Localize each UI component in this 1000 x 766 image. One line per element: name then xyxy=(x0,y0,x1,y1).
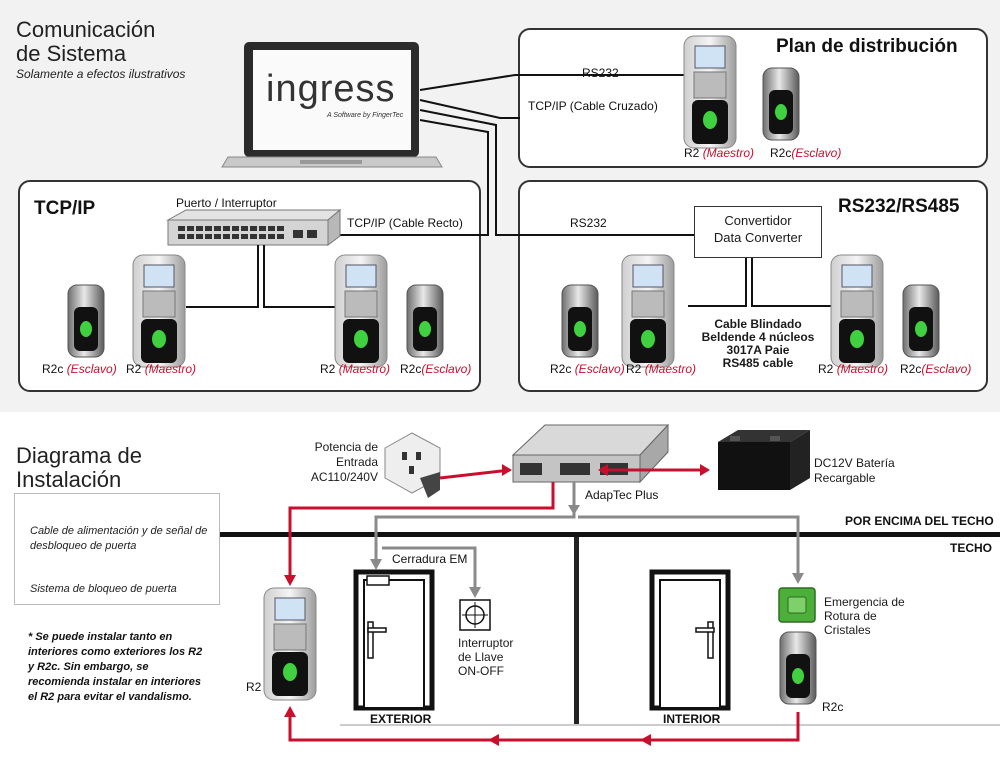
emergency-label: Emergencia de Rotura de Cristales xyxy=(824,595,905,637)
distribution-rs232-label: RS232 xyxy=(582,66,619,80)
legend-box xyxy=(14,493,220,605)
adaptec-label: AdapTec Plus xyxy=(585,488,659,502)
tcpip-right-master-label: R2 (Maestro) xyxy=(320,362,391,376)
rs485-right-r2c-slave xyxy=(902,284,940,358)
rs485-right-r2-master xyxy=(830,254,884,368)
laptop xyxy=(221,42,443,168)
converter-line2: Data Converter xyxy=(713,230,803,245)
legend-gray-text: Sistema de bloqueo de puerta xyxy=(30,583,177,595)
system-title-line2: de Sistema xyxy=(16,41,127,66)
rs485-right-slave-label: R2c(Esclavo) xyxy=(900,362,972,376)
rs232-label: RS232 xyxy=(570,216,607,230)
system-title-line1: Comunicación xyxy=(16,17,156,42)
interior-door xyxy=(649,569,731,711)
installation-r2c xyxy=(779,631,817,705)
power-input-label: Potencia de Entrada AC110/240V xyxy=(310,440,378,484)
above-ceiling-label: POR ENCIMA DEL TECHO xyxy=(845,514,994,528)
ceiling-label: TECHO xyxy=(950,541,992,555)
distribution-master-label: R2 (Maestro) xyxy=(684,146,755,160)
rs485-left-r2c-slave xyxy=(561,284,599,358)
battery-label: DC12V Batería Recargable xyxy=(814,456,895,485)
key-switch xyxy=(459,599,491,631)
distribution-r2-master xyxy=(683,35,737,149)
ingress-logo: ingress xyxy=(266,68,396,110)
rs485-right-master-label: R2 (Maestro) xyxy=(818,362,889,376)
tcpip-right-r2c-slave xyxy=(406,284,444,358)
tcpip-left-master-label: R2 (Maestro) xyxy=(126,362,197,376)
system-subtitle: Solamente a efectos ilustrativos xyxy=(16,67,186,81)
distribution-tcpip-label: TCP/IP (Cable Cruzado) xyxy=(528,99,658,113)
tcpip-right-slave-label: R2c(Esclavo) xyxy=(400,362,472,376)
distribution-plan-box xyxy=(518,28,988,168)
rs485-left-master-label: R2 (Maestro) xyxy=(626,362,697,376)
legend-red-text: Cable de alimentación y de señal de desb… xyxy=(30,525,208,552)
emergency-break-glass xyxy=(778,587,816,623)
cable-line4: RS485 cable xyxy=(722,356,794,370)
cable-line2: Beldende 4 núcleos xyxy=(701,330,815,344)
distribution-slave-label: R2c(Esclavo) xyxy=(770,146,842,160)
installation-r2-label: R2 xyxy=(246,680,262,694)
converter-line1: Convertidor xyxy=(724,213,792,228)
battery xyxy=(718,430,810,490)
installation-r2 xyxy=(263,587,317,701)
installation-title-line2: Instalación xyxy=(16,467,122,492)
distribution-r2c-slave xyxy=(762,67,800,141)
switch-label: Puerto / Interruptor xyxy=(176,196,277,210)
exterior-door xyxy=(353,569,435,711)
exterior-label: EXTERIOR xyxy=(370,712,432,726)
data-converter: Convertidor Data Converter xyxy=(694,206,822,258)
installation-title-line1: Diagrama de xyxy=(16,443,142,468)
network-switch xyxy=(166,208,342,246)
ingress-tagline: A Software by FingerTec xyxy=(327,112,404,119)
distribution-plan-title: Plan de distribución xyxy=(776,36,958,57)
em-lock-label: Cerradura EM xyxy=(392,552,468,566)
tcpip-left-r2c-slave xyxy=(67,284,105,358)
tcpip-title: TCP/IP xyxy=(34,198,96,219)
key-switch-label: Interruptor de Llave ON-OFF xyxy=(458,636,514,678)
cable-line3: 3017A Paie xyxy=(726,343,790,357)
rs485-cable-description: Cable Blindado Beldende 4 núcleos 3017A … xyxy=(692,318,824,370)
tcpip-cable-label: TCP/IP (Cable Recto) xyxy=(347,216,463,230)
tcpip-left-r2-master xyxy=(132,254,186,368)
installation-note: * Se puede instalar tanto en interiores … xyxy=(28,631,203,703)
cable-line1: Cable Blindado xyxy=(714,317,802,331)
tcpip-right-r2-master xyxy=(334,254,388,368)
rs232-rs485-title: RS232/RS485 xyxy=(838,196,960,217)
tcpip-left-slave-label: R2c (Esclavo) xyxy=(42,362,117,376)
installation-r2c-label: R2c xyxy=(822,700,844,714)
rs485-left-slave-label: R2c (Esclavo) xyxy=(550,362,625,376)
interior-label: INTERIOR xyxy=(663,712,721,726)
rs485-left-r2-master xyxy=(621,254,675,368)
